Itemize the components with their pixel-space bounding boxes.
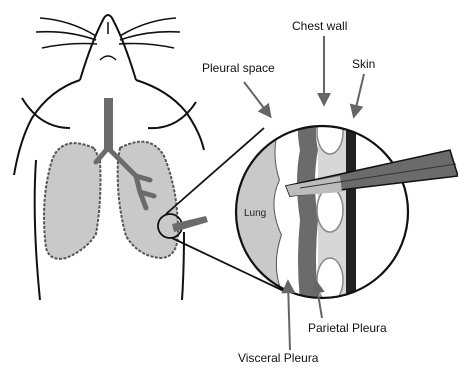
right-lung: [118, 142, 178, 258]
label-chest-wall: Chest wall: [292, 19, 347, 33]
skin-band: [346, 110, 356, 310]
label-pleural-space: Pleural space: [202, 61, 275, 75]
parietal-pleura-band: [297, 120, 318, 300]
snout-nostrils: [100, 56, 116, 60]
label-lung: Lung: [244, 208, 266, 219]
right-arm: [136, 80, 204, 150]
label-skin: Skin: [352, 57, 375, 71]
label-visceral-pleura: Visceral Pleura: [238, 351, 319, 365]
arrow-pleural-space: [244, 82, 270, 116]
arrow-skin: [354, 74, 364, 116]
rib-middle: [317, 188, 343, 232]
rib-top: [317, 110, 343, 154]
left-lung: [44, 143, 101, 259]
lungs: [44, 98, 178, 259]
pleural-space-gap: [274, 120, 300, 300]
torso-left: [35, 160, 40, 300]
label-parietal-pleura: Parietal Pleura: [308, 321, 387, 335]
trachea: [104, 98, 113, 150]
mouse-body: [14, 15, 204, 300]
